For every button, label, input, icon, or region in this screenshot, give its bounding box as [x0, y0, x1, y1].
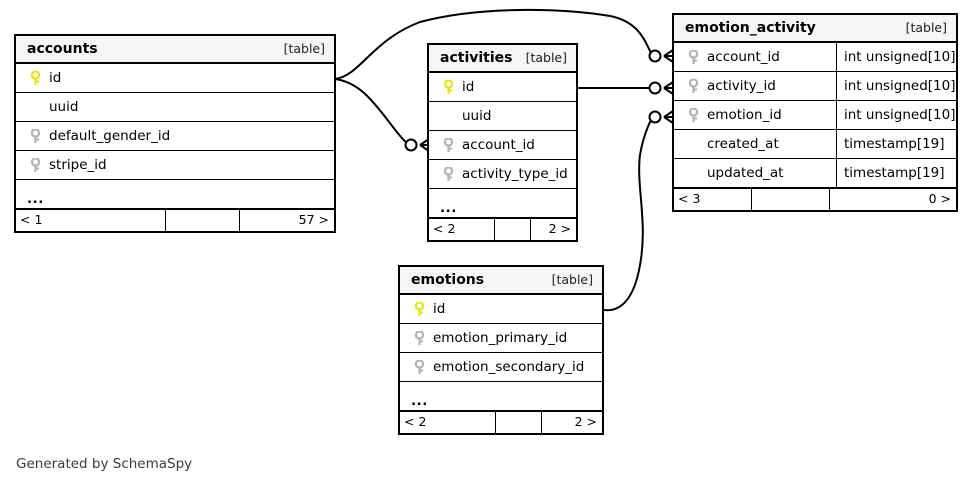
table-accounts-columns: id uuid: [16, 64, 334, 231]
column-row-emotion-activity-updated-at[interactable]: updated_at timestamp[19]: [674, 159, 956, 188]
foreign-key-icon: [440, 137, 457, 153]
table-emotion-activity-footer: < 3 0 >: [674, 188, 956, 210]
column-name: emotion_id: [707, 107, 782, 123]
foreign-key-icon: [411, 359, 428, 375]
column-name: emotion_secondary_id: [433, 359, 585, 375]
no-key-icon: [440, 108, 457, 124]
foreign-key-icon: [685, 78, 702, 94]
column-row-activities-activity-type-id[interactable]: activity_type_id: [429, 160, 576, 189]
column-type: timestamp[19]: [844, 165, 945, 181]
foreign-key-icon: [411, 330, 428, 346]
table-emotion-activity[interactable]: emotion_activity [table] account_id: [672, 13, 958, 212]
column-row-accounts-id[interactable]: id: [16, 64, 334, 93]
footer-spacer: [496, 412, 542, 433]
column-name: id: [462, 79, 475, 95]
parent-relation-count: < 3: [674, 189, 752, 210]
table-emotions-columns: id emotion_primary_id: [400, 295, 602, 433]
column-row-emotions-id[interactable]: id: [400, 295, 602, 324]
column-row-activities-account-id[interactable]: account_id: [429, 131, 576, 160]
connector-emotions-to-emotion-activity: [603, 110, 674, 312]
connector-activities-to-emotion-activity: [578, 81, 674, 95]
column-row-accounts-stripe-id[interactable]: stripe_id: [16, 151, 334, 180]
column-type: int unsigned[10]: [844, 49, 956, 65]
column-type: int unsigned[10]: [844, 78, 956, 94]
footer-spacer: [752, 189, 830, 210]
primary-key-icon: [440, 79, 457, 95]
table-emotions-title: emotions: [411, 272, 485, 288]
column-name: activity_id: [707, 78, 776, 94]
column-name: updated_at: [707, 165, 784, 181]
foreign-key-icon: [685, 107, 702, 123]
child-relation-count: 2 >: [548, 221, 571, 237]
no-key-icon: [27, 99, 44, 115]
table-emotions[interactable]: emotions [table] id: [398, 265, 604, 435]
column-row-activities-uuid[interactable]: uuid: [429, 102, 576, 131]
table-activities-title: activities: [440, 50, 513, 66]
column-row-accounts-default-gender-id[interactable]: default_gender_id: [16, 122, 334, 151]
child-relation-count: 0 >: [928, 191, 951, 207]
table-activities-columns: id uuid: [429, 73, 576, 240]
table-emotion-activity-header: emotion_activity [table]: [674, 15, 956, 43]
column-name: created_at: [707, 136, 779, 152]
column-name: id: [433, 301, 446, 317]
footer-spacer: [495, 219, 531, 240]
column-name: account_id: [707, 49, 780, 65]
foreign-key-icon: [440, 166, 457, 182]
foreign-key-icon: [27, 128, 44, 144]
column-type: timestamp[19]: [844, 136, 945, 152]
column-name: stripe_id: [49, 157, 107, 173]
table-activities-header: activities [table]: [429, 45, 576, 73]
no-key-icon: [685, 165, 702, 181]
ellipsis-label: ...: [411, 393, 428, 409]
child-relation-count: 57 >: [298, 212, 329, 228]
more-columns-indicator: ...: [429, 189, 576, 218]
column-name: id: [49, 70, 62, 86]
column-name: uuid: [49, 99, 79, 115]
table-emotions-tag: [table]: [551, 271, 593, 287]
table-accounts-title: accounts: [27, 41, 98, 57]
table-activities-tag: [table]: [525, 49, 567, 65]
table-accounts-footer: < 1 57 >: [16, 209, 334, 231]
column-name: uuid: [462, 108, 492, 124]
column-row-emotion-activity-created-at[interactable]: created_at timestamp[19]: [674, 130, 956, 159]
table-emotions-footer: < 2 2 >: [400, 411, 602, 433]
connector-accounts-to-activities: [334, 78, 430, 152]
table-emotion-activity-title: emotion_activity: [685, 20, 816, 36]
column-row-activities-id[interactable]: id: [429, 73, 576, 102]
more-columns-indicator: ...: [400, 382, 602, 411]
column-type: int unsigned[10]: [844, 107, 956, 123]
table-activities-footer: < 2 2 >: [429, 218, 576, 240]
column-name: activity_type_id: [462, 166, 568, 182]
foreign-key-icon: [685, 49, 702, 65]
column-row-emotion-activity-account-id[interactable]: account_id int unsigned[10]: [674, 43, 956, 72]
ellipsis-label: ...: [440, 200, 457, 216]
no-key-icon: [685, 136, 702, 152]
column-row-emotion-activity-emotion-id[interactable]: emotion_id int unsigned[10]: [674, 101, 956, 130]
diagram-caption: Generated by SchemaSpy: [16, 456, 193, 472]
parent-relation-count: < 1: [16, 210, 166, 231]
table-accounts[interactable]: accounts [table] id: [14, 34, 336, 233]
footer-spacer: [166, 210, 240, 231]
parent-relation-count: < 2: [400, 412, 496, 433]
more-columns-indicator: ...: [16, 180, 334, 209]
table-accounts-header: accounts [table]: [16, 36, 334, 64]
primary-key-icon: [27, 70, 44, 86]
column-name: emotion_primary_id: [433, 330, 568, 346]
table-accounts-tag: [table]: [283, 40, 325, 56]
column-name: account_id: [462, 137, 535, 153]
table-emotion-activity-tag: [table]: [905, 19, 947, 35]
column-row-emotion-activity-activity-id[interactable]: activity_id int unsigned[10]: [674, 72, 956, 101]
table-emotions-header: emotions [table]: [400, 267, 602, 295]
column-row-accounts-uuid[interactable]: uuid: [16, 93, 334, 122]
table-activities[interactable]: activities [table] id: [427, 43, 578, 242]
column-name: default_gender_id: [49, 128, 171, 144]
parent-relation-count: < 2: [429, 219, 495, 240]
child-relation-count: 2 >: [574, 414, 597, 430]
table-emotion-activity-columns: account_id int unsigned[10] activity: [674, 43, 956, 210]
primary-key-icon: [411, 301, 428, 317]
ellipsis-label: ...: [27, 191, 44, 207]
column-row-emotions-emotion-secondary-id[interactable]: emotion_secondary_id: [400, 353, 602, 382]
foreign-key-icon: [27, 157, 44, 173]
column-row-emotions-emotion-primary-id[interactable]: emotion_primary_id: [400, 324, 602, 353]
